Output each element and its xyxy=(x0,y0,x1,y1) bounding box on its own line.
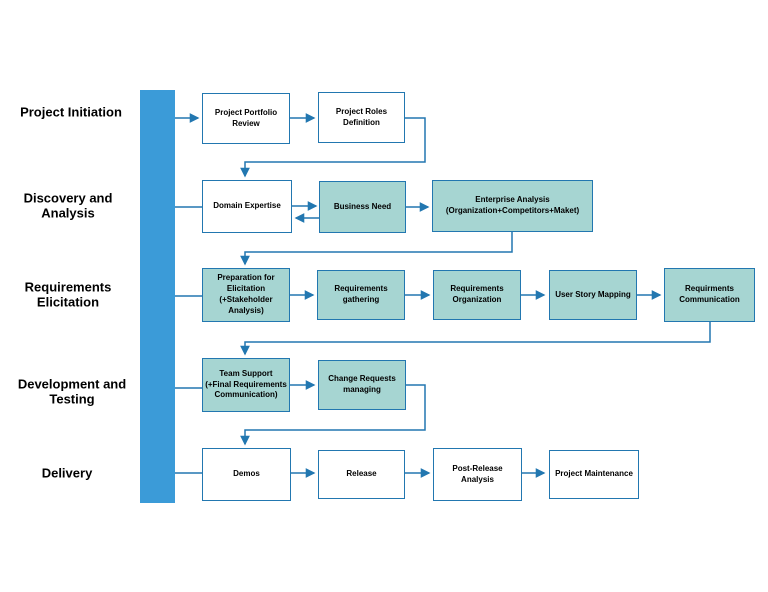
node-post-release-analysis: Post-Release Analysis xyxy=(433,448,522,501)
phase-label-discovery-analysis: Discovery and Analysis xyxy=(23,190,113,221)
edge-enterprise-to-preparation xyxy=(240,232,513,266)
node-requirements-gathering: Requirements gathering xyxy=(317,270,405,320)
node-requirments-communication: Requirments Communication xyxy=(664,268,755,322)
phase-bar xyxy=(140,90,175,503)
node-business-need: Business Need xyxy=(319,181,406,233)
phase-label-delivery: Delivery xyxy=(41,465,93,481)
node-team-support: Team Support (+Final Requirements Commun… xyxy=(202,358,290,412)
phase-label-project-initiation: Project Initiation xyxy=(20,104,122,120)
node-project-portfolio-review: Project Portfolio Review xyxy=(202,93,290,144)
edge-roles-to-domain-expertise xyxy=(240,117,426,178)
node-project-maintenance: Project Maintenance xyxy=(549,450,639,499)
node-domain-expertise: Domain Expertise xyxy=(202,180,292,233)
node-user-story-mapping: User Story Mapping xyxy=(549,270,637,320)
node-requirements-organization: Requirements Organization xyxy=(433,270,521,320)
edge-communication-to-team-support xyxy=(240,322,711,356)
edge-change-requests-to-demos xyxy=(240,384,426,446)
node-change-requests-managing: Change Requests managing xyxy=(318,360,406,410)
node-release: Release xyxy=(318,450,405,499)
node-enterprise-analysis: Enterprise Analysis (Organization+Compet… xyxy=(432,180,593,232)
phase-label-requirements-elicitation: Requirements Elicitation xyxy=(24,279,112,310)
node-project-roles-definition: Project Roles Definition xyxy=(318,92,405,143)
phase-label-development-testing: Development and Testing xyxy=(17,376,127,407)
node-demos: Demos xyxy=(202,448,291,501)
node-preparation-for-elicitation: Preparation for Elicitation (+Stakeholde… xyxy=(202,268,290,322)
